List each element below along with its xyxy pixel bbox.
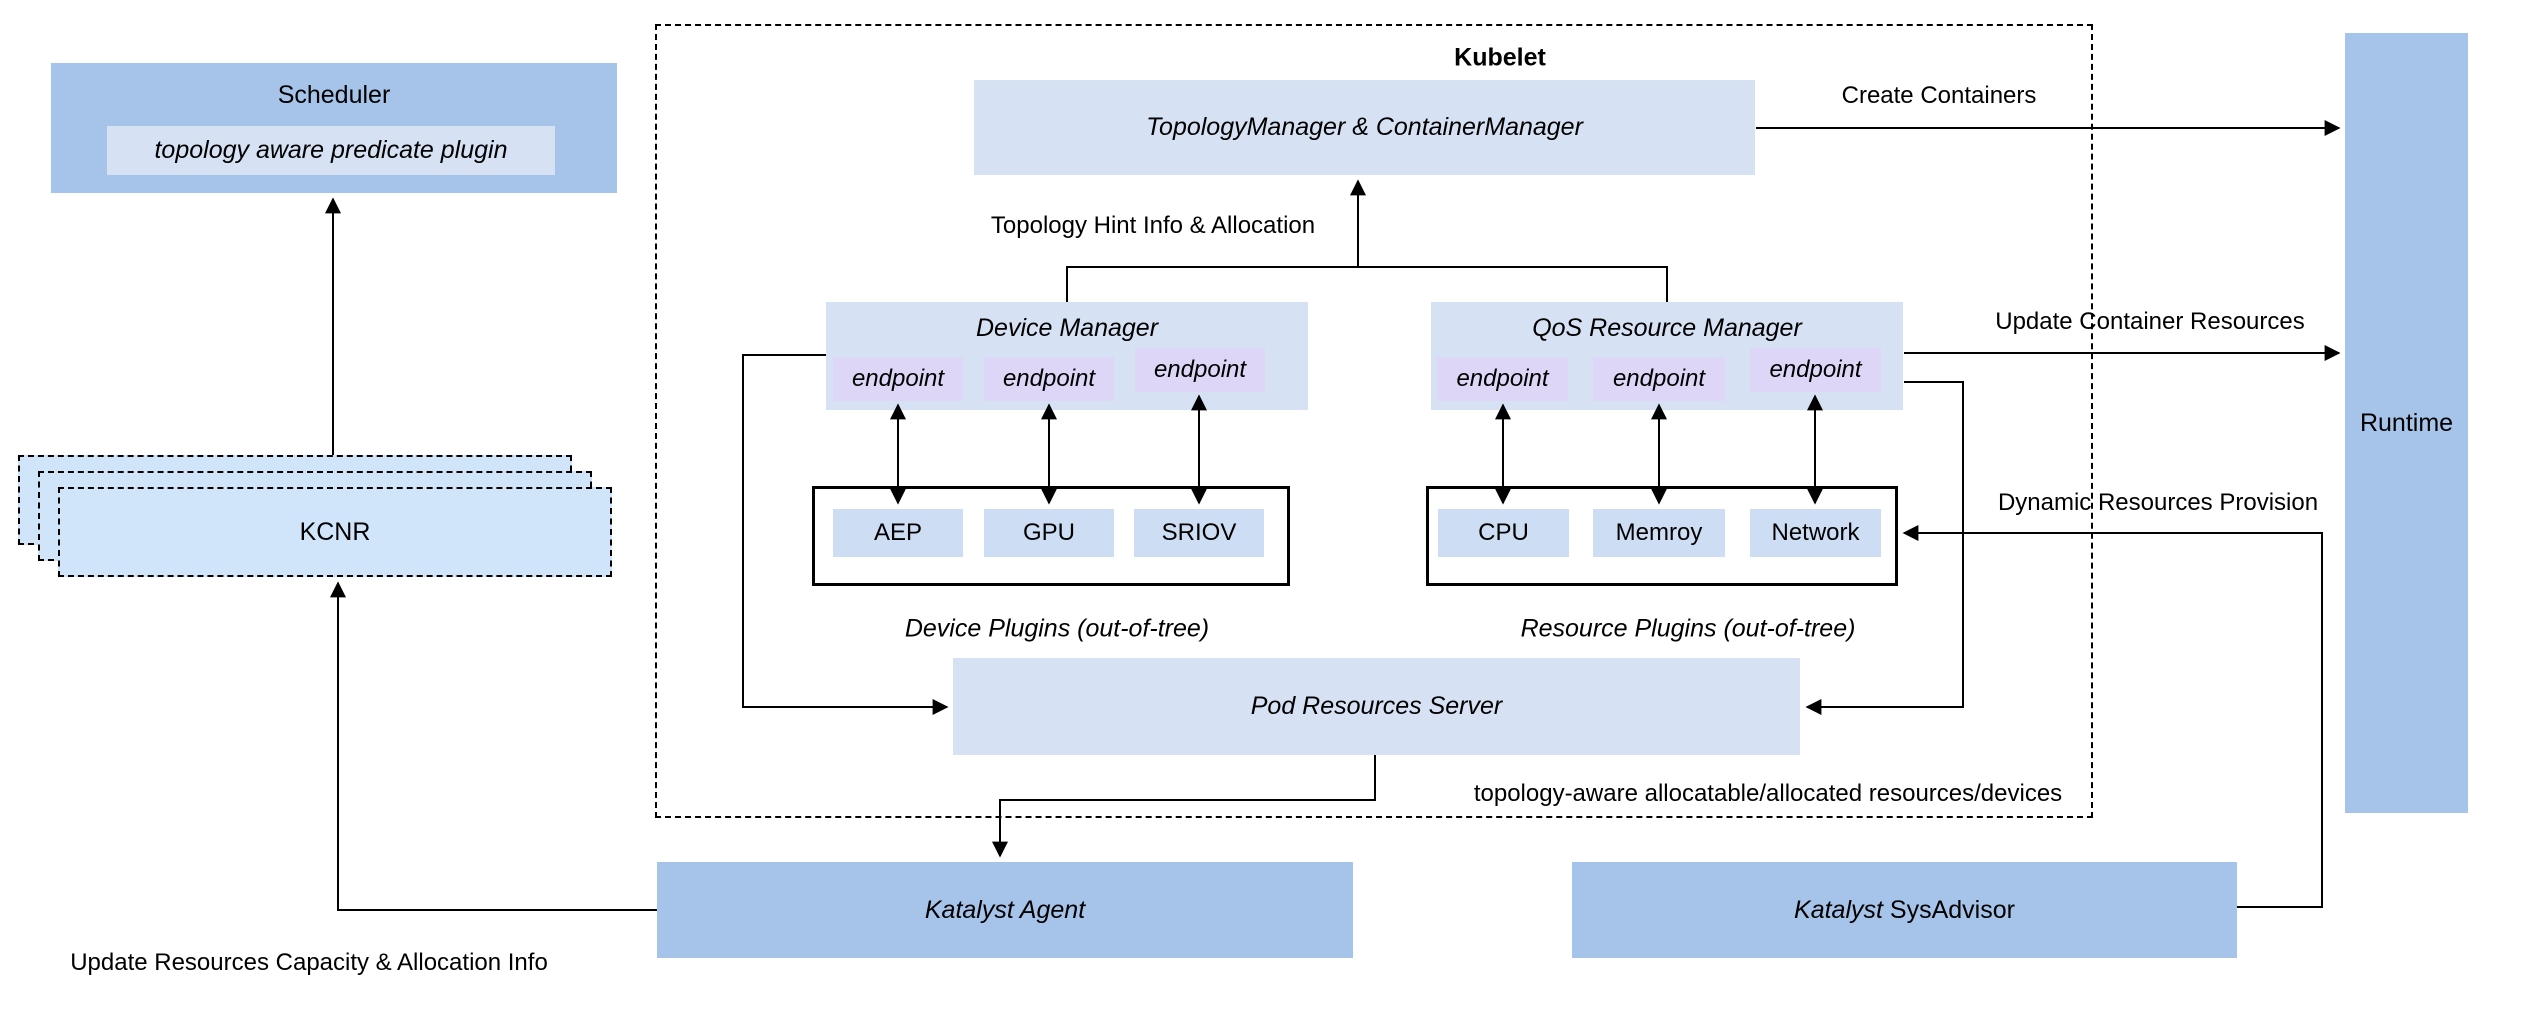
pod-resources-server-label: Pod Resources Server [1250,692,1503,720]
kcnr-label: KCNR [299,517,371,546]
kubelet-title: Kubelet [1454,43,1546,72]
resource-plugin-network: Network [1750,509,1881,557]
resource-plugins-caption: Resource Plugins (out-of-tree) [1520,614,1856,643]
device-manager-title: Device Manager [975,314,1159,342]
pod-resources-server-box: Pod Resources Server [953,658,1800,755]
topology-hint-label: Topology Hint Info & Allocation [990,212,1316,239]
endpoint-label: endpoint [1456,365,1549,392]
resource-plugin-label: CPU [1478,519,1529,546]
katalyst-agent-box: Katalyst Agent [657,862,1353,958]
topology-manager-box: TopologyManager & ContainerManager [974,80,1755,175]
endpoint-label: endpoint [851,365,945,392]
device-plugin-label: GPU [1022,519,1075,546]
device-endpoint-3: endpoint [1135,348,1265,392]
katalyst-sysadvisor-label-regular: SysAdvisor [1882,895,2015,924]
kcnr-box: KCNR [58,487,612,577]
resource-plugin-label: Memroy [1615,519,1703,546]
qos-resource-manager-title: QoS Resource Manager [1532,314,1802,342]
device-plugin-aep: AEP [833,509,963,557]
device-plugin-label: AEP [873,519,923,546]
endpoint-label: endpoint [1612,365,1706,392]
topology-aware-predicate-plugin-label: topology aware predicate plugin [154,136,508,164]
update-container-resources-label: Update Container Resources [1995,308,2305,335]
device-endpoint-2: endpoint [984,357,1114,401]
endpoint-label: endpoint [1002,365,1096,392]
device-plugin-label: SRIOV [1161,519,1237,546]
qos-endpoint-3: endpoint [1750,348,1881,392]
qos-endpoint-2: endpoint [1593,357,1725,401]
endpoint-label: endpoint [1153,356,1247,383]
resource-plugin-cpu: CPU [1438,509,1569,557]
edge-agent-to-kcnr [330,581,657,911]
katalyst-sysadvisor-box: Katalyst SysAdvisor [1572,862,2237,958]
runtime-box: Runtime [2345,33,2468,813]
resource-plugin-memroy: Memroy [1593,509,1725,557]
katalyst-sysadvisor-label-italic: Katalyst [1794,895,1883,924]
kubelet-footnote: topology-aware allocatable/allocated res… [1473,780,2063,807]
scheduler-box: Scheduler topology aware predicate plugi… [51,63,617,193]
update-resources-capacity-label: Update Resources Capacity & Allocation I… [70,949,548,976]
topology-aware-predicate-plugin-box: topology aware predicate plugin [107,126,555,175]
device-endpoint-1: endpoint [833,357,963,401]
resource-plugin-label: Network [1771,519,1860,546]
device-plugins-caption: Device Plugins (out-of-tree) [904,614,1210,643]
device-plugin-gpu: GPU [984,509,1114,557]
create-containers-label: Create Containers [1841,82,2037,109]
topology-manager-label: TopologyManager & ContainerManager [1146,113,1583,141]
dynamic-resources-provision-label: Dynamic Resources Provision [1997,489,2319,516]
device-plugin-sriov: SRIOV [1134,509,1264,557]
runtime-label: Runtime [2359,408,2454,437]
qos-endpoint-1: endpoint [1437,357,1568,401]
katalyst-agent-label: Katalyst Agent [924,895,1086,924]
endpoint-label: endpoint [1769,356,1862,383]
scheduler-title: Scheduler [277,81,391,109]
